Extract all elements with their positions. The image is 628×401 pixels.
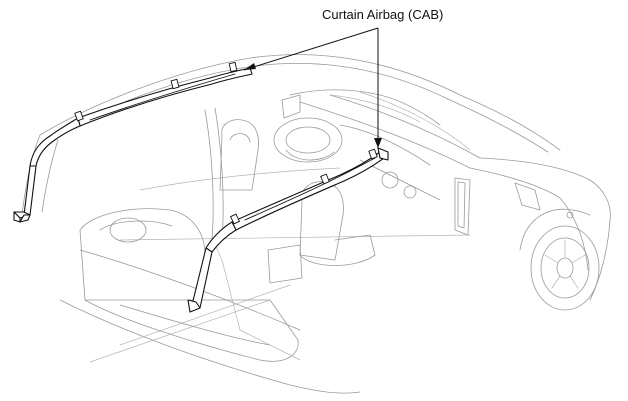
- mounting-clip: [228, 61, 238, 73]
- mounting-clip: [170, 78, 180, 90]
- dashboard-ghost: [273, 89, 441, 201]
- mounting-clip: [368, 148, 378, 160]
- callout-leader-lines: [243, 27, 382, 148]
- mounting-clip: [320, 173, 330, 185]
- curtain-airbag-right: [187, 147, 389, 313]
- curtain-airbag-callout-label: Curtain Airbag (CAB): [322, 7, 444, 22]
- mounting-clip: [74, 110, 84, 122]
- mounting-clip: [229, 213, 241, 225]
- arrowhead-left: [244, 63, 256, 70]
- curtain-airbag-left: [13, 61, 253, 223]
- arrowhead-right: [374, 138, 382, 148]
- leader-line-left: [243, 27, 379, 71]
- vehicle-body-ghost: [21, 54, 611, 394]
